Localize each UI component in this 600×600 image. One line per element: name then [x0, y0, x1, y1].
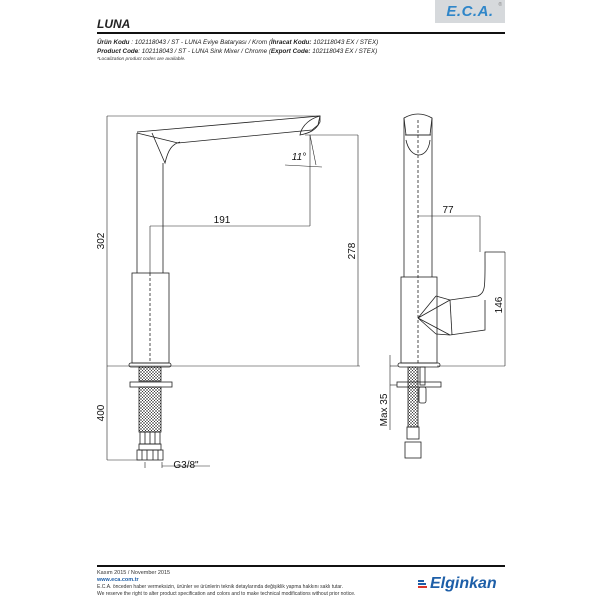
side-dimension-labels: 77 146 Max 35 [379, 205, 505, 426]
footer-divider [97, 565, 505, 567]
front-view [128, 115, 321, 461]
disclaimer-tr: E.C.A. önceden haber vermeksizin, ürünle… [97, 584, 343, 590]
eca-logo-text: E.C.A. [446, 3, 494, 20]
dim-handle-offset: 77 [442, 205, 454, 216]
dim-spout-reach: 191 [214, 215, 231, 226]
localization-note: *Localization product codes are availabl… [97, 57, 186, 62]
website-link[interactable]: www.eca.com.tr [97, 577, 139, 583]
dim-total-height: 302 [96, 232, 107, 249]
elginkan-name: Elginkan [430, 575, 497, 592]
product-code-en: Product Code: 102118043 / ST - LUNA Sink… [97, 48, 378, 55]
dim-max-counter: Max 35 [379, 393, 390, 426]
dim-spout-angle: 11° [292, 152, 306, 163]
product-info: Ürün Kodu : 102118043 / ST - LUNA Eviye … [97, 38, 378, 63]
eca-logo: E.C.A. ® [435, 0, 505, 23]
product-title: LUNA [97, 17, 131, 31]
front-dimension-lines [106, 115, 360, 468]
title-divider [97, 32, 505, 34]
side-view [396, 113, 505, 459]
elginkan-logo: Elginkan [418, 575, 497, 593]
disclaimer-en: We reserve the right to alter product sp… [97, 591, 356, 597]
front-dimension-labels: 191 302 278 400 11° G3/8" [96, 152, 358, 471]
footer-info: Kasım 2015 / November 2015 www.eca.com.t… [97, 570, 355, 598]
dim-spout-height: 278 [347, 242, 358, 259]
dim-hose-length: 400 [96, 404, 107, 421]
side-dimension-lines [389, 215, 506, 430]
elginkan-mark-icon [418, 579, 427, 589]
product-code-tr: Ürün Kodu : 102118043 / ST - LUNA Eviye … [97, 39, 379, 46]
registered-mark: ® [498, 2, 502, 8]
dim-handle-height: 146 [494, 296, 505, 313]
dim-thread: G3/8" [173, 460, 199, 471]
publication-date: Kasım 2015 / November 2015 [97, 570, 171, 576]
